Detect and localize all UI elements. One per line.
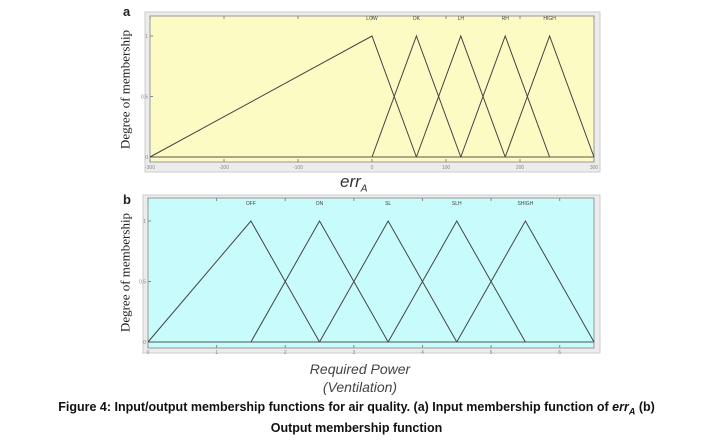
x-tick-label: 2 bbox=[284, 350, 287, 356]
x-tick-label: 4 bbox=[421, 350, 424, 356]
membership-shigh bbox=[456, 219, 595, 343]
membership-rh bbox=[460, 34, 551, 158]
membership-lh bbox=[415, 34, 506, 158]
membership-off bbox=[147, 220, 320, 343]
x-tick-label: 6 bbox=[558, 350, 561, 356]
mf-label: OFF bbox=[246, 201, 256, 207]
mf-label: LH bbox=[458, 16, 465, 22]
x-tick-label: 300 bbox=[590, 165, 599, 171]
membership-slh bbox=[387, 219, 526, 343]
mf-label: OK bbox=[413, 16, 421, 22]
plot-area bbox=[149, 15, 595, 163]
mf-label: RH bbox=[502, 16, 510, 22]
membership-low bbox=[149, 35, 417, 158]
mf-label: SL bbox=[385, 201, 391, 207]
x-tick-label: -300 bbox=[145, 165, 155, 171]
x-axis-label-a: errA bbox=[340, 172, 368, 195]
x-tick-label: 0 bbox=[371, 165, 374, 171]
membership-on bbox=[250, 219, 389, 343]
plot-area bbox=[147, 197, 595, 349]
y-tick-label: 0.5 bbox=[139, 280, 146, 286]
panel-label-a: a bbox=[123, 4, 131, 19]
y-tick-label: 1 bbox=[143, 219, 146, 225]
chart-a: -300 -200 -100 0 100 200 300 0 0.5 1 LOW OK LH RH HIGH bbox=[141, 11, 601, 173]
y-tick-label: 0 bbox=[143, 340, 146, 346]
y-tick-label: 0 bbox=[145, 155, 148, 161]
mf-label: ON bbox=[316, 201, 324, 207]
x-tick-label: -200 bbox=[219, 165, 229, 171]
mf-label: SHIGH bbox=[517, 201, 533, 207]
x-axis-label-b: Required Power(Ventilation) bbox=[309, 361, 411, 395]
panel-label-b: b bbox=[123, 192, 131, 207]
y-tick-label: 1 bbox=[145, 34, 148, 40]
x-tick-label: 1 bbox=[215, 350, 218, 356]
y-tick-label: 0.5 bbox=[141, 95, 148, 101]
membership-high bbox=[504, 34, 595, 158]
x-tick-label: 5 bbox=[490, 350, 493, 356]
membership-sl bbox=[319, 219, 458, 343]
x-tick-label: 0 bbox=[147, 350, 150, 356]
membership-ok bbox=[371, 34, 462, 158]
figure-caption: Figure 4: Input/output membership functi… bbox=[58, 400, 655, 435]
x-tick-label: 3 bbox=[352, 350, 355, 356]
x-tick-label: -100 bbox=[293, 165, 303, 171]
x-tick-label: 200 bbox=[516, 165, 525, 171]
mf-label: LOW bbox=[366, 16, 378, 22]
mf-label: HIGH bbox=[543, 16, 556, 22]
chart-b: 0 1 2 3 4 5 6 0 0.5 1 OFF ON SL SLH SHIGH bbox=[139, 194, 601, 356]
x-tick-label: 100 bbox=[442, 165, 451, 171]
mf-label: SLH bbox=[452, 201, 462, 207]
